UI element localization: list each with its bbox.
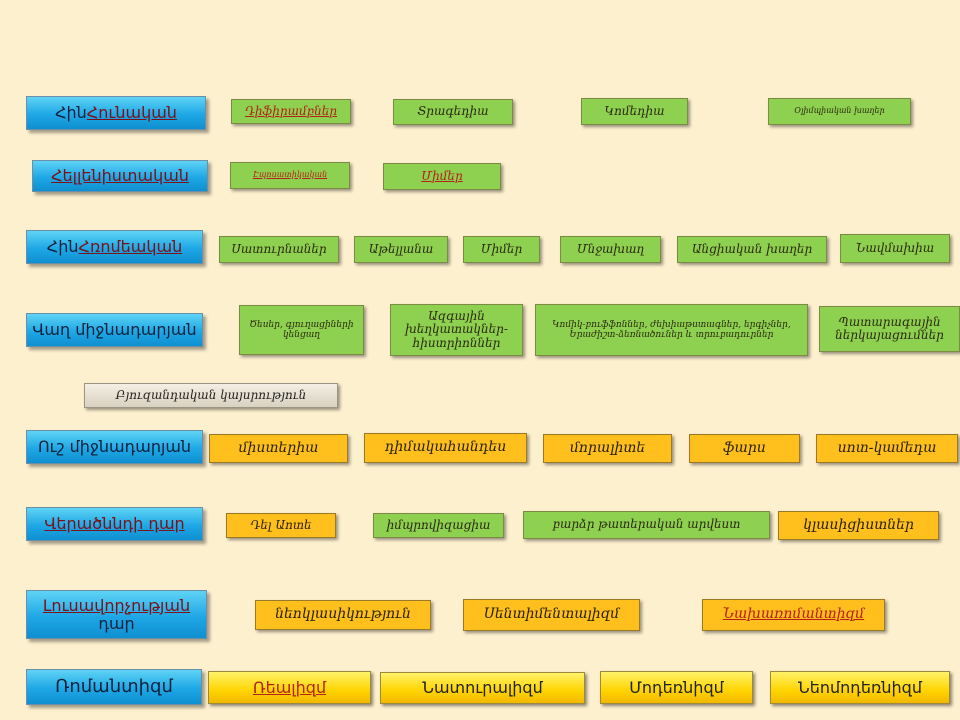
node-buffoons-minstrels: Կոմիկ-բուֆֆոններ, ժեխիաթստագներ, երգիչնե… xyxy=(535,304,808,356)
node-neomodernism: Նեոմոդեռնիզմ xyxy=(770,671,950,704)
node-label: դիմակահանդես xyxy=(384,439,507,456)
node-pantomime: Մնջախաղ xyxy=(560,236,661,263)
node-classicists: կլասիցիստներ xyxy=(778,511,939,540)
era-ancient-greek[interactable]: Հին Հունական xyxy=(26,96,206,130)
node-label: Նավմախիա xyxy=(855,240,935,255)
era-renaissance[interactable]: Վերածննդի դար xyxy=(26,507,203,541)
node-label: Տրագեդիա xyxy=(417,104,489,119)
node-sotie: սոտ-կամեդա xyxy=(816,434,958,463)
node-label: Դիֆիրամբներ xyxy=(244,103,338,118)
node-label: Ռեալիզմ xyxy=(252,677,327,697)
node-olympic-games: Օլիմպիական խաղեր xyxy=(768,98,911,125)
node-label: Միմեր xyxy=(480,241,523,256)
era-label-a: Հին xyxy=(46,237,79,257)
node-byzantine-empire: Բյուզանդական կայսրություն xyxy=(84,383,338,408)
era-ancient-roman[interactable]: Հին Հռոմեական xyxy=(26,230,203,264)
era-label: Ուշ միջնադարյան xyxy=(37,437,192,457)
node-label: Էպոսատիկական xyxy=(252,170,328,180)
era-label-a: Հին xyxy=(55,103,87,123)
node-masquerade: դիմակահանդես xyxy=(364,433,527,463)
node-label: Մոդեռնիզմ xyxy=(629,677,724,697)
node-label: Կոմիկ-բուֆֆոններ, ժեխիաթստագներ, երգիչնե… xyxy=(552,319,791,340)
node-modernism: Մոդեռնիզմ xyxy=(600,671,753,704)
era-label: Հելլենիստական xyxy=(51,166,189,186)
node-label: նեոկլասիկություն xyxy=(275,606,411,623)
node-comedy: Կոմեդիա xyxy=(581,98,688,125)
node-label: Պատարագային ներկայացումներ xyxy=(835,314,944,342)
node-morality: մորալիտե xyxy=(543,434,672,463)
node-saturnalia: Սատուրնաներ xyxy=(219,236,339,263)
node-realism[interactable]: Ռեալիզմ xyxy=(208,671,371,704)
era-romanticism[interactable]: Ռոմանտիզմ xyxy=(26,669,202,705)
node-label: կլասիցիստներ xyxy=(803,516,914,533)
era-label-b-link[interactable]: Հունական xyxy=(86,103,177,123)
era-label-b: դար xyxy=(98,613,135,633)
node-label: Նախառոմանտիզմ xyxy=(722,606,865,623)
era-label: Վաղ միջնադարյան xyxy=(32,320,197,340)
node-label: սոտ-կամեդա xyxy=(837,439,937,456)
node-neoclassicism: նեոկլասիկություն xyxy=(255,600,431,630)
node-label: Ազգային խեղկատակներ-հիստրիոններ xyxy=(405,308,508,350)
era-label-b-link[interactable]: Հռոմեական xyxy=(78,237,183,257)
node-label: Անցիական խաղեր xyxy=(691,241,813,256)
node-hellenistic-1[interactable]: Էպոսատիկական xyxy=(230,162,350,189)
era-label-a-link[interactable]: Լուսավորչության xyxy=(42,595,191,615)
node-label: Նեոմոդեռնիզմ xyxy=(798,677,922,697)
node-improvisation: իմպրովիզացիա xyxy=(373,513,504,538)
node-mimes-roman: Միմեր xyxy=(463,236,540,263)
node-label: բարձր թատերական արվեստ xyxy=(552,517,741,532)
node-sentimentalism: Սենտիմենտալիզմ xyxy=(463,599,640,631)
node-commedia-dellarte: Դել Աոտե xyxy=(226,513,336,538)
node-ancient-games: Անցիական խաղեր xyxy=(677,236,827,263)
node-label: Օլիմպիական խաղեր xyxy=(794,106,885,116)
node-high-theatre-art: բարձր թատերական արվեստ xyxy=(523,511,770,539)
node-label: Կոմեդիա xyxy=(604,103,665,118)
node-farce: ֆարս xyxy=(689,434,800,463)
node-rituals: Ծեսեր, գյուղացիների կենցաղ xyxy=(239,305,364,355)
node-label: Բյուզանդական կայսրություն xyxy=(115,387,307,402)
node-label: միստերիա xyxy=(238,439,319,456)
node-naturalism: Նատուրալիզմ xyxy=(380,672,585,704)
node-liturgical-drama: Պատարագային ներկայացումներ xyxy=(819,306,960,352)
node-label: Նատուրալիզմ xyxy=(422,678,543,698)
node-label: Դել Աոտե xyxy=(250,517,312,532)
node-label: Միմեր xyxy=(421,168,463,183)
era-label: Ռոմանտիզմ xyxy=(55,675,173,697)
node-label: Մնջախաղ xyxy=(576,241,645,256)
node-label: Ծեսեր, գյուղացիների կենցաղ xyxy=(249,319,354,340)
node-label: Սենտիմենտալիզմ xyxy=(483,606,620,623)
node-preromanticism[interactable]: Նախառոմանտիզմ xyxy=(702,599,885,631)
era-label: Վերածննդի դար xyxy=(44,514,185,534)
node-mimes[interactable]: Միմեր xyxy=(383,163,501,190)
node-naumachia: Նավմախիա xyxy=(840,234,950,263)
node-label: մորալիտե xyxy=(569,439,646,456)
node-label: իմպրովիզացիա xyxy=(386,517,491,532)
node-tragedy: Տրագեդիա xyxy=(393,99,513,125)
node-jesters: Ազգային խեղկատակներ-հիստրիոններ xyxy=(390,304,523,356)
node-dithyrambs[interactable]: Դիֆիրամբներ xyxy=(231,99,351,124)
era-hellenistic[interactable]: Հելլենիստական xyxy=(32,160,208,192)
node-mystery: միստերիա xyxy=(209,434,348,463)
era-enlightenment[interactable]: Լուսավորչության դար xyxy=(26,590,207,639)
node-label: ֆարս xyxy=(723,439,766,456)
node-atellana: Աթելլանա xyxy=(354,236,448,263)
node-label: Սատուրնաներ xyxy=(231,241,327,256)
node-label: Աթելլանա xyxy=(368,241,434,256)
era-late-medieval[interactable]: Ուշ միջնադարյան xyxy=(26,430,203,464)
era-early-medieval[interactable]: Վաղ միջնադարյան xyxy=(26,313,203,347)
